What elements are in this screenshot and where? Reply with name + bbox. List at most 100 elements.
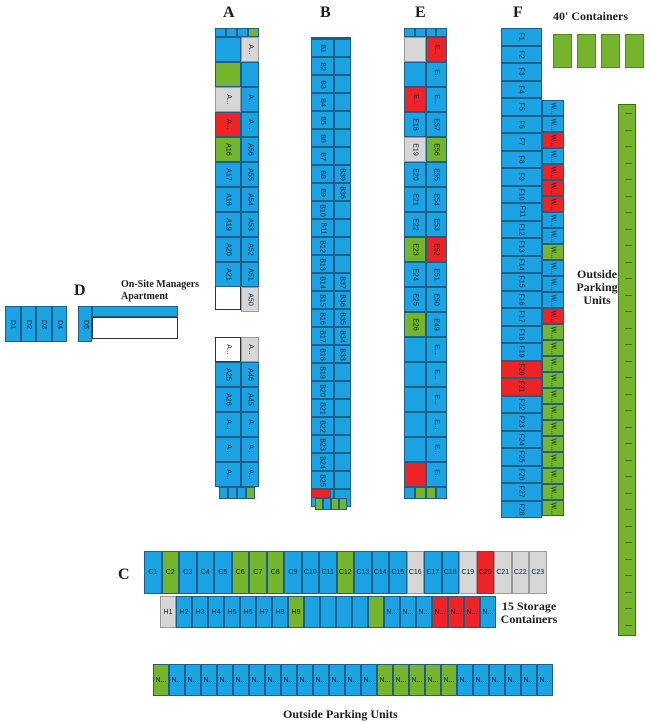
unit-f[interactable]: F9 <box>501 168 542 186</box>
unit-n[interactable]: N... <box>153 664 169 696</box>
unit-a-left[interactable]: A... <box>215 462 241 487</box>
unit-e-right[interactable]: E51 <box>426 262 447 287</box>
unit-b-right[interactable] <box>334 57 351 75</box>
unit-f-outside[interactable]: W... <box>542 228 564 244</box>
unit-c[interactable]: C3 <box>179 551 197 594</box>
unit-b-right[interactable] <box>334 399 351 417</box>
unit-h[interactable]: N... <box>480 596 496 628</box>
unit-f-outside[interactable]: W... <box>542 164 564 180</box>
unit-f[interactable]: F20 <box>501 360 542 378</box>
unit-a-right[interactable]: A... <box>241 337 259 362</box>
unit-a-left[interactable]: A20 <box>215 237 241 262</box>
unit-f[interactable]: F8 <box>501 150 542 168</box>
unit-f[interactable]: F28 <box>501 500 542 518</box>
building-e-bottom-tab[interactable] <box>414 487 426 499</box>
unit-h[interactable]: N... <box>464 596 480 628</box>
unit-b-right[interactable] <box>334 453 351 471</box>
container-40ft[interactable] <box>553 34 572 68</box>
unit-n[interactable]: N... <box>201 664 217 696</box>
unit-f[interactable]: F14 <box>501 255 542 273</box>
unit-e-right[interactable]: E... <box>426 387 447 412</box>
unit-h[interactable]: H9 <box>288 596 304 628</box>
building-e-top-tab[interactable] <box>425 28 437 37</box>
unit-a-left[interactable]: A26 <box>215 387 241 412</box>
unit-f-outside[interactable]: W... <box>542 148 564 164</box>
unit-h[interactable]: H8 <box>272 596 288 628</box>
unit-a-right[interactable]: A... <box>241 37 259 62</box>
unit-b-left[interactable]: B24 <box>311 453 334 471</box>
unit-b-right[interactable] <box>334 363 351 381</box>
unit-e-right[interactable]: E50 <box>426 287 447 312</box>
unit-e-left[interactable]: E18 <box>404 112 426 137</box>
unit-d[interactable]: D3 <box>36 306 52 342</box>
unit-e-right[interactable]: E... <box>426 362 447 387</box>
unit-f[interactable]: F15 <box>501 273 542 291</box>
unit-b-right[interactable] <box>334 381 351 399</box>
unit-c[interactable]: C15 <box>389 551 407 594</box>
unit-f[interactable]: F5 <box>501 98 542 116</box>
unit-h[interactable]: N... <box>448 596 464 628</box>
unit-a-right[interactable]: A56 <box>241 137 259 162</box>
unit-e-right[interactable]: E53 <box>426 212 447 237</box>
unit-b-left[interactable]: B4 <box>311 93 334 111</box>
unit-f[interactable]: F2 <box>501 45 542 63</box>
unit-c[interactable]: C13 <box>354 551 372 594</box>
unit-f[interactable]: F6 <box>501 115 542 133</box>
unit-h[interactable] <box>368 596 384 628</box>
unit-b-left[interactable]: B14 <box>311 273 334 291</box>
unit-f[interactable]: F25 <box>501 448 542 466</box>
unit-f-outside[interactable]: W... <box>542 356 564 372</box>
unit-f[interactable]: F16 <box>501 290 542 308</box>
unit-b-right[interactable] <box>334 219 351 237</box>
building-e-top-tab[interactable] <box>414 28 426 37</box>
unit-b-right[interactable] <box>334 39 351 57</box>
unit-b-right[interactable] <box>334 75 351 93</box>
building-a-bottom-tab[interactable] <box>237 487 246 499</box>
unit-e-left[interactable]: E24 <box>404 262 426 287</box>
unit-e-right[interactable]: E... <box>426 62 447 87</box>
unit-c[interactable]: C11 <box>319 551 337 594</box>
building-b-bottom-tab[interactable] <box>331 498 339 510</box>
unit-a-right[interactable]: A... <box>241 462 259 487</box>
unit-c[interactable]: C7 <box>249 551 267 594</box>
unit-b-left[interactable]: B6 <box>311 129 334 147</box>
unit-a-left[interactable]: A... <box>215 87 241 112</box>
unit-f[interactable]: F24 <box>501 430 542 448</box>
container-40ft[interactable] <box>601 34 620 68</box>
building-e-bottom-tab[interactable] <box>436 487 447 499</box>
unit-e-right[interactable]: E49 <box>426 312 447 337</box>
unit-f-outside[interactable]: W... <box>542 404 564 420</box>
unit-b-left[interactable]: B22 <box>311 417 334 435</box>
unit-b-right[interactable] <box>334 417 351 435</box>
unit-d[interactable]: D2 <box>20 306 36 342</box>
unit-f[interactable]: F27 <box>501 483 542 501</box>
unit-b-left[interactable]: B11 <box>311 219 334 237</box>
unit-c[interactable]: C8 <box>266 551 284 594</box>
unit-b-left[interactable]: B9 <box>311 183 334 201</box>
unit-b-right[interactable] <box>334 147 351 165</box>
unit-a-right[interactable]: A... <box>241 87 259 112</box>
unit-b-right[interactable] <box>334 111 351 129</box>
unit-f[interactable]: F19 <box>501 343 542 361</box>
unit-c[interactable]: C23 <box>529 551 547 594</box>
unit-f-outside[interactable]: W... <box>542 292 564 308</box>
unit-a-left[interactable]: A25 <box>215 362 241 387</box>
unit-b-left[interactable]: B16 <box>311 309 334 327</box>
unit-a-left[interactable] <box>215 62 241 87</box>
unit-h[interactable]: H7 <box>256 596 272 628</box>
unit-n[interactable]: N... <box>249 664 265 696</box>
unit-f-outside[interactable]: W... <box>542 324 564 340</box>
unit-n[interactable]: N... <box>361 664 377 696</box>
unit-b-left[interactable]: B1 <box>311 39 334 57</box>
unit-f-outside[interactable]: W... <box>542 196 564 212</box>
unit-f-outside[interactable]: W... <box>542 452 564 468</box>
unit-f[interactable]: F7 <box>501 133 542 151</box>
unit-a-right[interactable]: A45 <box>241 387 259 412</box>
unit-e-right[interactable]: E... <box>426 87 447 112</box>
unit-h[interactable]: H3 <box>192 596 208 628</box>
unit-b-left[interactable]: B25 <box>311 471 334 489</box>
unit-c[interactable]: C14 <box>371 551 389 594</box>
unit-b-left[interactable]: B19 <box>311 363 334 381</box>
unit-n[interactable]: N... <box>169 664 185 696</box>
unit-e-left[interactable] <box>404 37 426 62</box>
